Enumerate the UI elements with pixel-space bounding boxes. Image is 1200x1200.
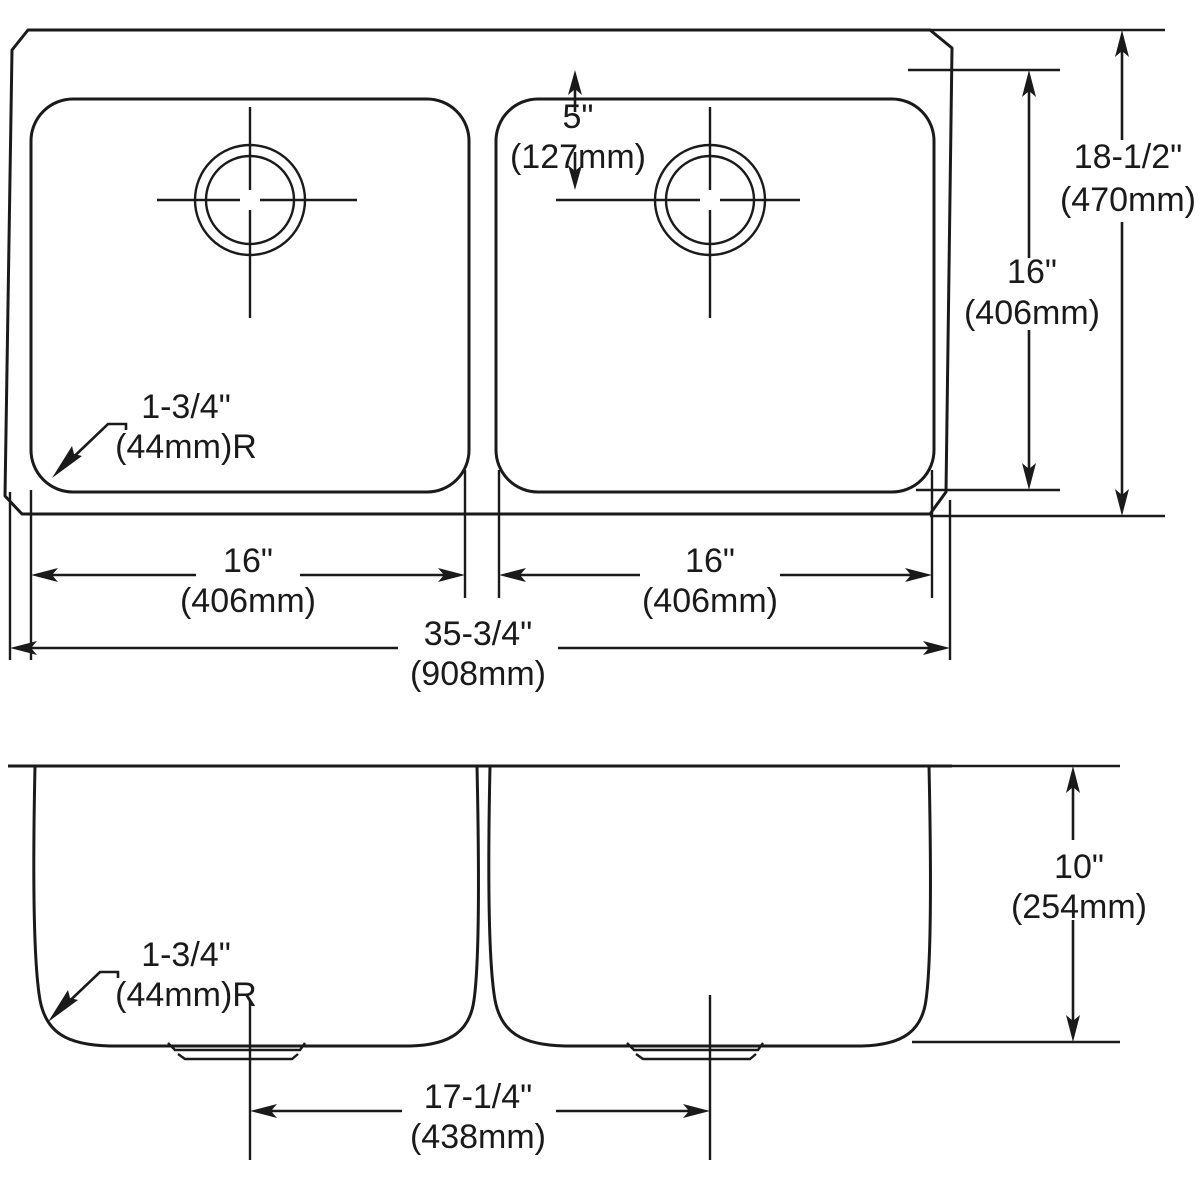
overall-depth-metric: (470mm) [1060, 181, 1196, 219]
overall-width-dimension: 35-3/4" (908mm) [10, 615, 950, 693]
bowl-height-metric: (254mm) [1011, 888, 1147, 926]
right-bowl-width-dimension: 16" (406mm) [499, 542, 932, 620]
drain-spacing-dimension: 17-1/4" (438mm) [250, 1078, 710, 1156]
top-view: 5" (127mm) 1-3/4" (44mm)R 16" (406mm) [3, 28, 1196, 693]
top-radius-metric: (44mm)R [115, 428, 257, 466]
front-left-drain-detail [167, 1042, 306, 1061]
bowl-depth-dimension: 16" (406mm) [964, 70, 1100, 490]
right-drain-marker [556, 107, 800, 318]
sink-deck-outline [3, 28, 954, 516]
front-radius-metric: (44mm)R [115, 976, 257, 1014]
right-bowl-outline [494, 97, 936, 494]
right-bowl-width-metric: (406mm) [642, 582, 778, 620]
drain-spacing-metric: (438mm) [410, 1118, 546, 1156]
front-left-bowl-body [32, 765, 481, 1048]
front-right-drain-detail [626, 1042, 764, 1061]
faucet-offset-metric: (127mm) [510, 138, 646, 176]
left-bowl-width-imperial: 16" [223, 542, 273, 580]
right-bowl-width-imperial: 16" [685, 542, 735, 580]
bowl-height-imperial: 10" [1054, 848, 1104, 886]
drain-spacing-imperial: 17-1/4" [424, 1078, 532, 1116]
front-view-radius-callout: 1-3/4" (44mm)R [48, 936, 257, 1022]
bowl-depth-imperial: 16" [1007, 253, 1057, 291]
faucet-offset-dimension: 5" (127mm) [510, 70, 646, 190]
left-bowl-width-metric: (406mm) [180, 582, 316, 620]
left-bowl-width-dimension: 16" (406mm) [31, 542, 465, 620]
front-radius-imperial: 1-3/4" [141, 936, 231, 974]
overall-depth-dimension: 18-1/2" (470mm) [1060, 30, 1196, 516]
faucet-offset-imperial: 5" [563, 98, 594, 136]
bowl-height-dimension: 10" (254mm) [1011, 766, 1147, 1042]
top-radius-imperial: 1-3/4" [141, 388, 231, 426]
front-right-bowl-body [487, 765, 933, 1048]
overall-width-imperial: 35-3/4" [424, 615, 532, 653]
front-elevation-view: 1-3/4" (44mm)R 10" (254mm) 17-1/4" (438m… [8, 764, 1147, 1160]
top-view-radius-callout: 1-3/4" (44mm)R [52, 388, 257, 478]
left-bowl-outline [29, 97, 471, 494]
bowl-depth-metric: (406mm) [964, 294, 1100, 332]
overall-width-metric: (908mm) [410, 655, 546, 693]
left-drain-marker [157, 107, 357, 318]
overall-depth-imperial: 18-1/2" [1074, 138, 1182, 176]
